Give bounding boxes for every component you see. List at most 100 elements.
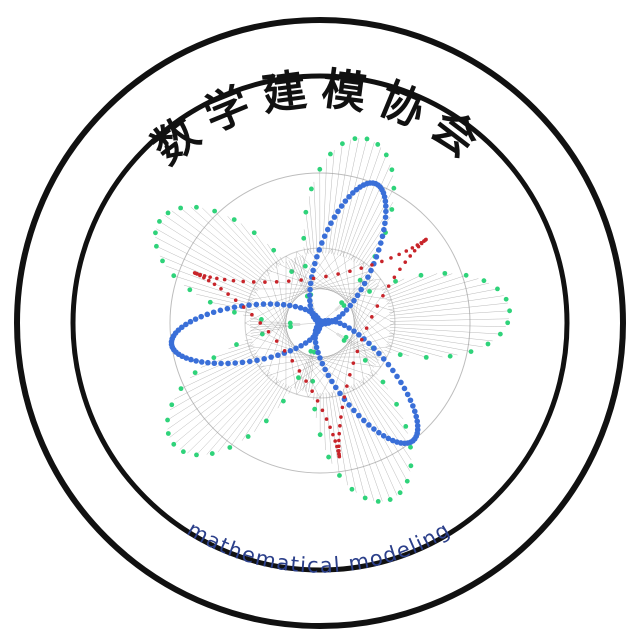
red-dot (251, 280, 256, 284)
green-dot (234, 342, 239, 347)
mesh-line (248, 251, 344, 347)
spoke-line (213, 344, 254, 358)
blue-dot (370, 180, 376, 186)
spoke-line (389, 318, 509, 322)
spoke-line (388, 335, 472, 352)
green-dot (317, 432, 323, 438)
green-dot (303, 209, 309, 215)
spoke-line (167, 360, 262, 421)
green-dot (296, 375, 301, 381)
spoke-line (240, 223, 277, 269)
blue-dot (365, 274, 371, 280)
red-dot (337, 452, 341, 456)
spoke-line (173, 367, 267, 445)
spoke-line (381, 278, 405, 291)
green-dot (408, 444, 413, 450)
spoke-line (384, 273, 438, 296)
red-dot (336, 272, 340, 276)
blue-dot (414, 418, 421, 425)
spoke-line (277, 385, 290, 409)
green-dot (192, 370, 198, 376)
blue-dot (380, 356, 387, 362)
red-dot (315, 399, 320, 403)
spoke-line (156, 228, 260, 289)
spoke-line (322, 392, 326, 451)
mesh-line (245, 334, 374, 377)
green-dot (367, 289, 372, 294)
spoke-line (361, 379, 411, 448)
spoke-line (380, 284, 387, 289)
blue-dot (267, 301, 274, 307)
red-dot (219, 286, 223, 291)
spoke-line (305, 212, 312, 254)
blue-dot (380, 433, 387, 439)
spoke-line (388, 338, 458, 356)
green-dot (423, 354, 429, 360)
blue-dot (261, 356, 267, 362)
green-dot (503, 296, 509, 302)
mesh-line (342, 251, 365, 384)
red-dot (297, 369, 302, 373)
mesh-line (331, 269, 374, 398)
blue-dot (337, 390, 343, 397)
green-dot (340, 141, 345, 147)
green-dot (194, 452, 199, 458)
spoke-line (217, 377, 277, 453)
red-dot (324, 417, 329, 421)
red-dot (370, 263, 374, 267)
green-dot (231, 217, 237, 222)
green-dot (308, 348, 314, 354)
spoke-line (227, 216, 275, 271)
blue-dot (358, 286, 364, 293)
spoke-line (389, 324, 506, 327)
blue-dot (316, 247, 323, 253)
spoke-line (288, 386, 292, 394)
green-dot (383, 152, 389, 158)
blue-dot (366, 422, 372, 428)
blue-dot (322, 366, 328, 373)
blue-dot (414, 422, 421, 429)
spoke-line (169, 357, 260, 411)
spoke-line (367, 373, 397, 405)
blue-dot (239, 359, 246, 366)
blue-dot (376, 429, 382, 436)
blue-dot (246, 302, 252, 308)
blue-dot (382, 220, 388, 227)
spoke-line (345, 154, 387, 258)
mesh-line (308, 248, 387, 358)
green-dot (259, 331, 265, 337)
blue-dot (198, 313, 205, 320)
green-dot (389, 207, 395, 212)
green-dot (289, 269, 295, 274)
green-dot (165, 417, 170, 423)
blue-dot (385, 361, 392, 368)
blue-dot (310, 267, 316, 274)
green-dot (326, 454, 332, 460)
blue-dot (382, 198, 389, 205)
blue-dot (329, 378, 335, 385)
spoke-line (371, 369, 378, 375)
green-dot (341, 303, 347, 308)
blue-dot (375, 247, 382, 253)
red-dot (241, 305, 246, 309)
spoke-line (266, 384, 287, 422)
green-dot (263, 418, 269, 424)
spoke-line (190, 206, 269, 277)
mesh-line (266, 334, 395, 377)
green-dot (337, 473, 342, 478)
red-dot (335, 444, 339, 449)
red-dot (381, 293, 385, 298)
red-dot (310, 389, 314, 393)
spoke-line (328, 143, 343, 254)
blue-dot (280, 301, 287, 308)
green-dot (227, 445, 233, 450)
blue-dot (340, 310, 346, 317)
red-dot (342, 395, 347, 399)
spoke-line (241, 381, 282, 441)
red-dot (404, 249, 409, 253)
mesh-line (285, 311, 395, 390)
green-dot (403, 424, 409, 429)
mesh-line (331, 248, 374, 377)
blue-dot (342, 198, 349, 204)
spoke-line (308, 196, 315, 254)
